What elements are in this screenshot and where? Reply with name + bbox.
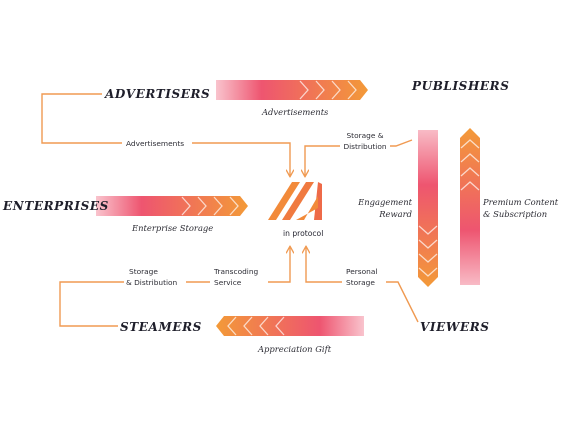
connector-storage-to-protocol <box>305 145 340 176</box>
band-arrow-viewers-to-publishers <box>460 128 480 285</box>
connector-advertisers-loop <box>41 93 122 144</box>
stripes-logo-icon <box>268 182 322 220</box>
actor-steamers: STEAMERS <box>120 320 202 334</box>
band-arrow-enterprises-to-protocol <box>96 196 248 216</box>
band-arrow-viewers-to-steamers <box>216 316 364 336</box>
connector-transcoding-to-protocol <box>268 247 290 283</box>
label-engagement-reward: Engagement Reward <box>358 197 412 219</box>
label-appreciation-gift: Appreciation Gift <box>258 344 332 354</box>
protocol-label: in protocol <box>283 229 324 238</box>
actor-advertisers: ADVERTISERS <box>105 87 211 101</box>
label-storage-distribution-top: Storage & Distribution <box>343 131 387 151</box>
actor-viewers: VIEWERS <box>420 320 490 334</box>
connector-viewers-lead <box>386 281 419 323</box>
label-transcoding-service: Transcoding Service <box>214 267 259 287</box>
actor-publishers: PUBLISHERS <box>412 79 510 93</box>
label-advertisements-line: Advertisements <box>126 139 185 148</box>
connector-advertisements-to-protocol <box>192 142 290 176</box>
band-arrow-advertisers-to-publishers <box>216 80 368 100</box>
label-advertisements-band: Advertisements <box>262 107 329 117</box>
actor-enterprises: ENTERPRISES <box>3 199 109 213</box>
connector-steamers-loop <box>59 281 124 327</box>
connector-publishers-lead <box>390 139 413 147</box>
connector-personal-to-protocol <box>306 247 342 283</box>
band-arrow-publishers-to-viewers <box>418 130 438 287</box>
connector-lines <box>41 93 419 327</box>
label-enterprise-storage: Enterprise Storage <box>132 223 214 233</box>
label-premium-content: Premium Content & Subscription <box>483 197 559 219</box>
label-personal-storage: Personal Storage <box>346 267 378 287</box>
label-storage-distribution-left: Storage & Distribution <box>126 267 178 287</box>
